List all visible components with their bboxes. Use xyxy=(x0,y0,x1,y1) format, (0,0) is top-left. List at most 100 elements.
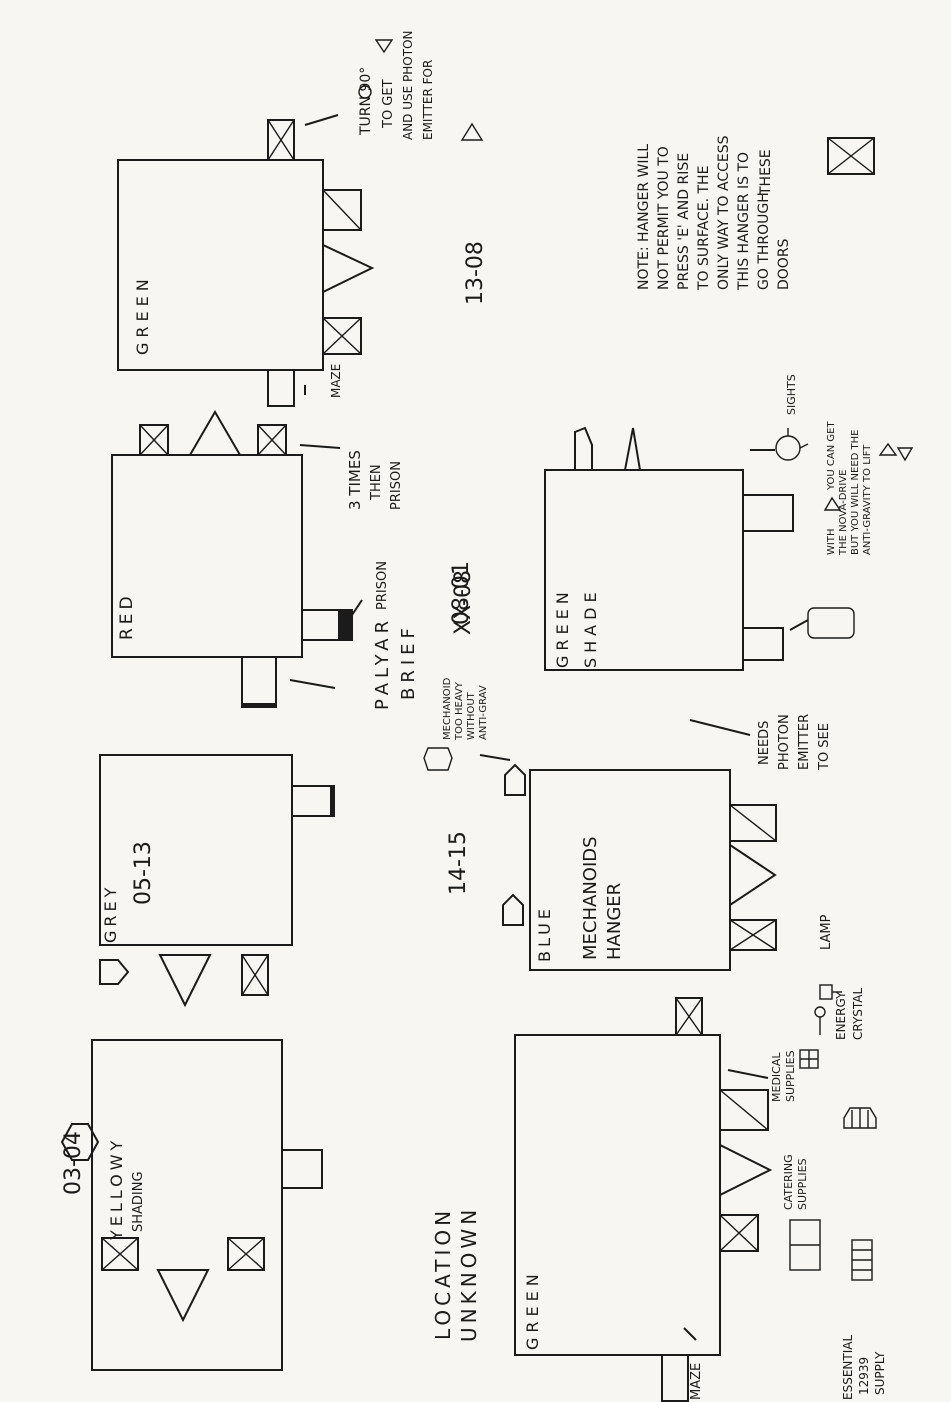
turn-line4: EMITTER FOR xyxy=(421,60,435,140)
crossed-door-icon xyxy=(267,119,295,161)
room-shade: SHADE xyxy=(581,587,600,668)
maze-label: MAZE xyxy=(689,1363,704,1400)
arrow-icon xyxy=(896,447,914,462)
catering-label1: CATERING xyxy=(782,1154,795,1210)
maze-label: MAZE xyxy=(329,364,343,398)
crossed-door-icon xyxy=(257,424,287,456)
crossed-door-icon xyxy=(227,1237,265,1271)
lamp-label: LAMP xyxy=(819,914,834,950)
room-colour: GREEN xyxy=(133,274,152,355)
hanger-note: NOTE: HANGER WILL NOT PERMIT YOU TO PRES… xyxy=(636,135,875,291)
exit-passage xyxy=(291,785,335,817)
location-label: LOCATION xyxy=(431,1207,455,1340)
energy-label1: ENERGY xyxy=(834,991,848,1040)
exit-passage xyxy=(241,656,277,708)
exit-passage xyxy=(742,627,784,661)
note-line4: TO SURFACE. THE xyxy=(696,166,712,291)
room-code: XX-08 xyxy=(451,570,476,635)
needs-line2: PHOTON xyxy=(777,714,792,770)
note-line1: NOTE: HANGER WILL xyxy=(636,144,652,290)
triangle-door-icon xyxy=(188,410,242,456)
down-triangle-icon xyxy=(878,442,898,456)
room-code: 08-01 xyxy=(449,561,474,625)
room-08-01: 08-01 RED PALYAR BRIEF PRISON 3 TIMES TH… xyxy=(111,410,474,710)
room-colour: YELLOWY xyxy=(107,1137,126,1241)
medical-label2: SUPPLIES xyxy=(784,1050,797,1102)
room-inner1: MECHANOIDS xyxy=(580,836,601,960)
room-shade: SHADING xyxy=(131,1171,146,1232)
turn-arrow xyxy=(304,114,339,126)
mech-line4: ANTI-GRAV xyxy=(478,685,489,740)
note-line6: THIS HANGER IS TO xyxy=(736,152,752,291)
triangle-door-icon xyxy=(158,954,212,1008)
room-colour: GREY xyxy=(101,884,120,943)
needs-line1: NEEDS xyxy=(757,721,772,765)
room-outline xyxy=(99,754,293,946)
exit-passage xyxy=(281,1149,323,1189)
three-times-label: 3 TIMES xyxy=(346,450,364,510)
hexagon-door-icon xyxy=(60,1123,100,1161)
down-triangle-icon xyxy=(374,39,394,54)
exit-passage xyxy=(661,1354,689,1402)
room-outline xyxy=(111,454,303,658)
mech-line1: MECHANOID xyxy=(442,677,453,740)
palyar-label: PALYAR xyxy=(372,616,393,710)
needs-line3: EMITTER xyxy=(797,714,812,770)
mech-line2: TOO HEAVY xyxy=(454,681,465,741)
crossed-door-icon xyxy=(675,997,703,1036)
essential-label3: SUPPLY xyxy=(873,1351,887,1395)
room-13-08: 13-08 GREEN MAZE TURN 90° TO GET AND USE… xyxy=(117,31,488,407)
room-14-15: 14-15 BLUE MECHANOIDS HANGER MECHANOID T… xyxy=(423,677,832,971)
energy-crystal-icon xyxy=(814,1006,826,1018)
lamp-icon xyxy=(819,984,833,1000)
room-outline xyxy=(91,1039,283,1371)
supplies-legend: MEDICAL SUPPLIES LAMP ENERGY CRYSTAL CAT… xyxy=(770,914,887,1400)
prison-arrow xyxy=(351,599,363,616)
nova-line3: THE NOVA-DRIVE xyxy=(838,470,849,557)
cage-icon xyxy=(423,747,453,771)
crossed-door-icon xyxy=(827,137,875,175)
energy-label2: CRYSTAL xyxy=(851,987,865,1040)
room-xx-08: XX-08 GREEN SHADE SIGHTS WITH YOU CAN GE… xyxy=(451,374,914,671)
prison-label: PRISON xyxy=(375,561,390,610)
exit-passage xyxy=(742,494,794,532)
crossed-door-icon xyxy=(719,1214,759,1252)
then-prison-label: PRISON xyxy=(389,461,404,510)
room-code: 14-15 xyxy=(446,831,471,895)
essential-label1: ESSENTIAL xyxy=(841,1335,855,1400)
turn-line1: TURN 90° xyxy=(358,67,374,136)
crossed-door-icon xyxy=(729,919,777,951)
nova-drive-icon xyxy=(807,607,855,639)
room-code: 05-13 xyxy=(131,841,156,905)
room-colour: GREEN xyxy=(553,587,572,668)
exit-passage xyxy=(267,369,295,407)
room-code: 03-04 xyxy=(61,1131,86,1195)
pointed-door-icon xyxy=(504,763,526,796)
room-outline xyxy=(529,769,731,971)
diagonal-door-icon xyxy=(729,804,777,842)
note-line5: ONLY WAY TO ACCESS xyxy=(716,135,732,290)
prison-block xyxy=(338,610,352,640)
crossed-door-icon xyxy=(322,317,362,355)
turn-line3: AND USE PHOTON xyxy=(401,31,415,141)
triangle-door-icon xyxy=(156,1269,210,1323)
palyar-arrow xyxy=(289,679,336,689)
crossed-door-icon xyxy=(241,954,269,996)
medical-label1: MEDICAL xyxy=(770,1052,783,1102)
turn-line2: TO GET xyxy=(381,79,396,129)
room-03-04: 03-04 YELLOWY SHADING xyxy=(60,1039,323,1371)
note-line8: DOORS xyxy=(776,238,792,290)
mech-arrow xyxy=(479,754,511,761)
brief-label: BRIEF xyxy=(398,623,419,700)
room-outline xyxy=(514,1034,721,1356)
note-line7: GO THROUGH xyxy=(756,192,772,290)
nova-line2: YOU CAN GET xyxy=(826,421,837,491)
triangle-door-icon xyxy=(729,843,777,907)
room-colour: RED xyxy=(117,592,137,640)
room-05-13: 05-13 GREY xyxy=(99,754,335,1008)
needs-arrow xyxy=(689,719,751,736)
nova-line5: ANTI-GRAVITY TO LIFT xyxy=(862,444,873,555)
unknown-label: UNKNOWN xyxy=(457,1206,481,1342)
